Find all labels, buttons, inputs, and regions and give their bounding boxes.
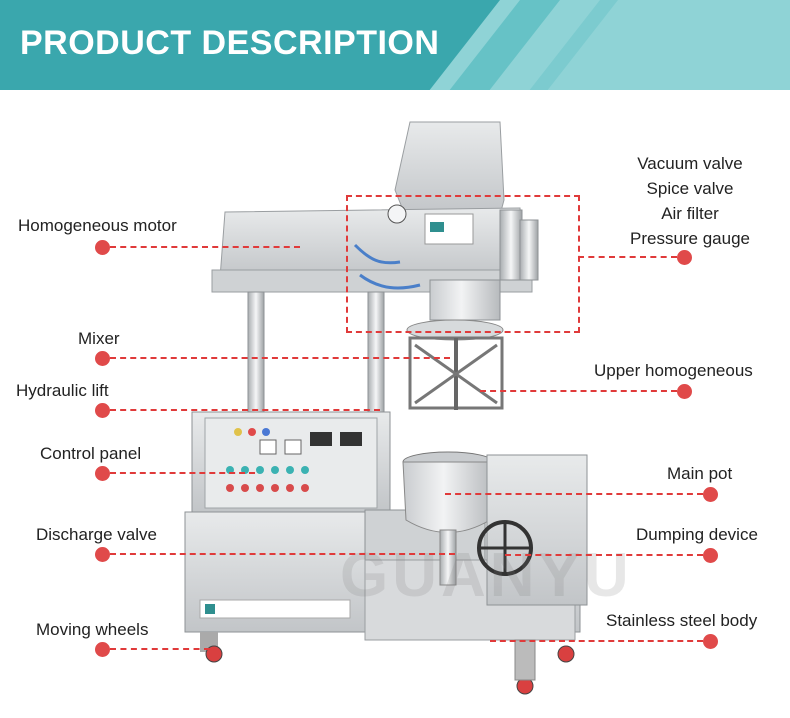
label-control-panel: Control panel	[40, 444, 142, 463]
guanyu-watermark: GUANYU	[340, 541, 633, 610]
callout-dot	[95, 351, 110, 366]
callout-dot	[95, 466, 110, 481]
callout-dot	[677, 250, 692, 265]
vacuum-emulsifying-mixer-image	[184, 121, 588, 695]
label-spice-valve: Spice valve	[646, 179, 734, 198]
label-pressure-gauge: Pressure gauge	[629, 229, 751, 248]
callout-line	[480, 390, 677, 392]
callout-line	[110, 357, 450, 359]
label-moving-wheels: Moving wheels	[36, 620, 149, 639]
valve-group-callout-box	[346, 195, 580, 333]
callout-line	[110, 246, 300, 248]
callout-line	[578, 256, 677, 258]
label-upper-homogeneous: Upper homogeneous	[594, 361, 753, 380]
callout-line	[490, 640, 703, 642]
label-air-filter: Air filter	[661, 204, 719, 223]
callout-dot	[677, 384, 692, 399]
callout-dot	[95, 403, 110, 418]
callout-line	[110, 472, 255, 474]
label-hydraulic-lift: Hydraulic lift	[16, 381, 109, 400]
label-main-pot: Main pot	[667, 464, 733, 483]
label-vacuum-valve: Vacuum valve	[637, 154, 743, 173]
callout-line	[110, 648, 210, 650]
callout-line	[505, 554, 703, 556]
callout-line	[110, 409, 380, 411]
callout-dot	[703, 548, 718, 563]
callout-dot	[703, 487, 718, 502]
label-discharge-valve: Discharge valve	[36, 525, 157, 544]
label-homogeneous-motor: Homogeneous motor	[18, 216, 177, 235]
callout-line	[445, 493, 703, 495]
header-banner: PRODUCT DESCRIPTION	[0, 0, 790, 90]
label-dumping-device: Dumping device	[636, 525, 758, 544]
callout-dot	[703, 634, 718, 649]
callout-line	[110, 553, 455, 555]
callout-dot	[95, 642, 110, 657]
callout-dot	[95, 240, 110, 255]
label-stainless-steel-body: Stainless steel body	[606, 611, 758, 630]
page-title: PRODUCT DESCRIPTION	[20, 24, 440, 62]
label-mixer: Mixer	[78, 329, 120, 348]
callout-dot	[95, 547, 110, 562]
